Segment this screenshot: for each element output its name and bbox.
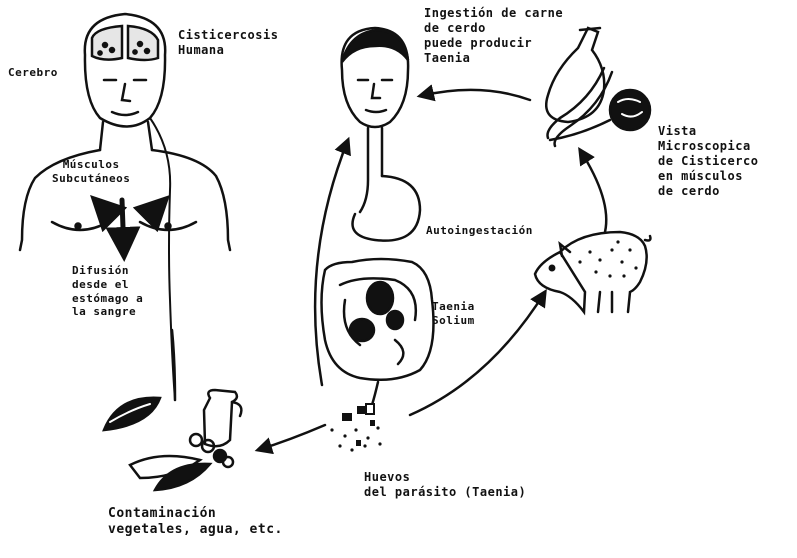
label-ingestion-carne: Ingestión de carne de cerdo puede produc… <box>424 6 563 66</box>
arrow-down-diffusion <box>122 200 124 255</box>
arrow-eggs-to-vegetables <box>258 425 325 450</box>
arrow-to-pig-to-pork <box>580 150 606 232</box>
parasite-eggs <box>330 404 381 452</box>
vegetables-water-illustration <box>104 390 241 490</box>
pig-illustration <box>535 232 650 312</box>
label-huevos-parasito: Huevos del parásito (Taenia) <box>364 470 526 500</box>
label-cerebro: Cerebro <box>8 66 58 80</box>
arrow-to-right-muscle <box>150 200 165 215</box>
label-cisticercosis-humana: Cisticercosis Humana <box>178 28 278 58</box>
human-digestive-illustration <box>322 28 434 405</box>
label-vista-microscopica: Vista Microscopica de Cisticerco en músc… <box>658 124 797 199</box>
label-autoingestacion: Autoingestación <box>426 224 533 238</box>
arrow-pork-to-head <box>420 90 530 100</box>
label-taenia-solium: Taenia Solium <box>432 300 475 328</box>
arrow-to-left-muscle <box>95 200 110 215</box>
label-contaminacion: Contaminación vegetales, agua, etc. <box>108 506 283 539</box>
label-musculos-subcutaneos: Músculos Subcutáneos <box>52 158 130 186</box>
label-difusion: Difusión desde el estómago a la sangre <box>72 264 143 319</box>
